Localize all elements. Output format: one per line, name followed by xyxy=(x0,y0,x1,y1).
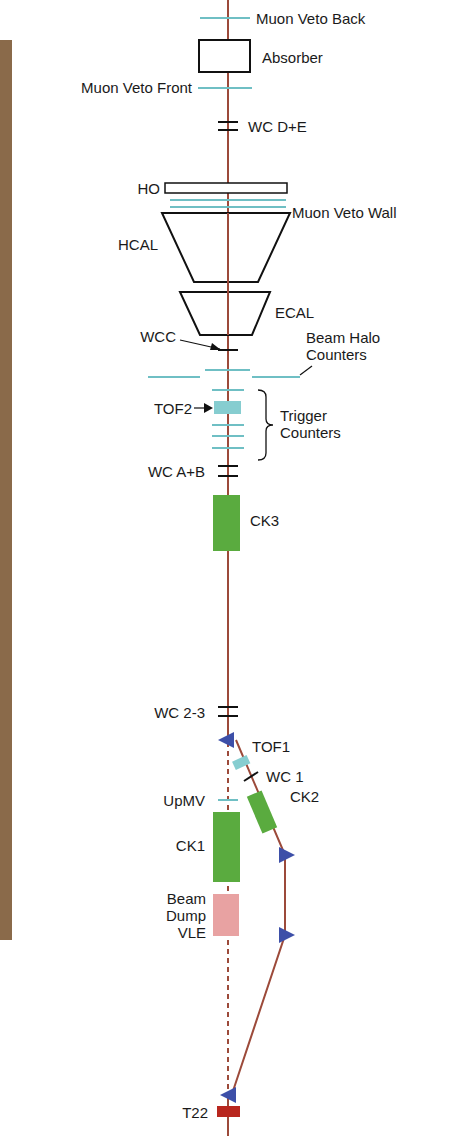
veto-counter xyxy=(198,87,252,89)
trigger-counter xyxy=(212,389,244,391)
part-label: Beam Halo Counters xyxy=(306,329,398,363)
leader-line xyxy=(300,366,312,375)
halo-counter xyxy=(148,376,200,378)
beam-dump xyxy=(213,894,239,936)
part-label: TOF1 xyxy=(252,738,290,755)
halo-counter xyxy=(252,376,300,378)
leader-arrow xyxy=(204,403,213,413)
cherenkov-counter xyxy=(213,495,240,551)
wire-chamber xyxy=(244,772,258,781)
wire-chamber xyxy=(218,706,238,708)
part-label: CK3 xyxy=(250,512,279,529)
veto-wall xyxy=(170,199,286,201)
wire-chamber xyxy=(218,465,238,467)
part-label: T22 xyxy=(182,1104,208,1121)
bend-magnet xyxy=(218,732,234,748)
part-label: CK2 xyxy=(290,788,319,805)
trigger-counter xyxy=(212,447,244,449)
part-label: Muon Veto Front xyxy=(81,79,192,96)
photo-strip xyxy=(0,40,12,940)
cherenkov-counter xyxy=(247,790,277,833)
part-label: Beam Dump VLE xyxy=(156,890,206,941)
beam-line xyxy=(227,213,229,335)
veto-wall xyxy=(170,206,286,208)
bend-magnet xyxy=(220,1087,236,1103)
trigger-counter xyxy=(212,435,244,437)
wire-chamber xyxy=(218,121,238,123)
leader-line xyxy=(180,340,220,349)
tof-counter xyxy=(214,401,241,414)
bend-magnet xyxy=(279,847,295,863)
ho-slab xyxy=(165,183,287,193)
part-label: Trigger Counters xyxy=(280,407,352,441)
ecal-shape xyxy=(180,292,270,335)
part-label: Absorber xyxy=(262,49,323,66)
part-label: TOF2 xyxy=(154,400,192,417)
part-label: HO xyxy=(138,180,161,197)
bracket xyxy=(258,390,273,460)
part-label: WCC xyxy=(140,328,176,345)
part-label: WC 2-3 xyxy=(154,704,205,721)
part-label: CK1 xyxy=(176,837,205,854)
part-label: Muon Veto Back xyxy=(256,10,365,27)
target xyxy=(217,1106,240,1117)
veto-counter xyxy=(200,17,250,19)
wire-chamber xyxy=(218,475,238,477)
part-label: ECAL xyxy=(275,304,314,321)
cherenkov-counter xyxy=(213,812,240,882)
part-label: WC 1 xyxy=(266,768,304,785)
wire-chamber xyxy=(218,129,238,131)
tof-counter xyxy=(232,755,250,770)
halo-counter xyxy=(205,369,250,371)
part-label: WC A+B xyxy=(148,463,205,480)
hcal-shape xyxy=(162,213,290,282)
part-label: UpMV xyxy=(163,792,205,809)
wire-chamber xyxy=(218,715,238,717)
bend-magnet xyxy=(279,927,295,943)
leader-arrow xyxy=(210,343,221,350)
beam-branch xyxy=(232,740,285,1094)
trigger-counter xyxy=(212,424,244,426)
part-label: WC D+E xyxy=(248,118,307,135)
part-label: Muon Veto Wall xyxy=(292,204,397,221)
veto-counter xyxy=(218,799,238,801)
part-label: HCAL xyxy=(118,236,158,253)
absorber-block xyxy=(199,40,250,72)
